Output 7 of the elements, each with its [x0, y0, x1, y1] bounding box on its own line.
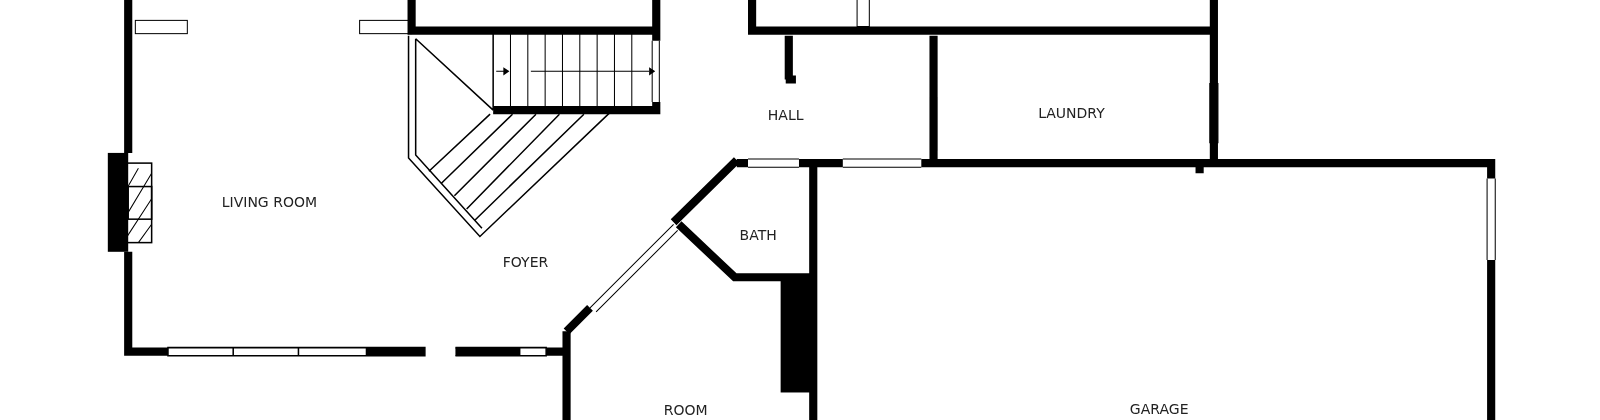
room-label: ROOM	[663, 402, 708, 419]
room-label: HALL	[767, 107, 804, 124]
room-label: LIVING ROOM	[221, 194, 317, 211]
room-label: LAUNDRY	[1038, 105, 1105, 122]
room-label: BATH	[739, 226, 777, 243]
room-label: GARAGE	[1129, 401, 1189, 418]
room-label: FOYER	[502, 254, 549, 271]
